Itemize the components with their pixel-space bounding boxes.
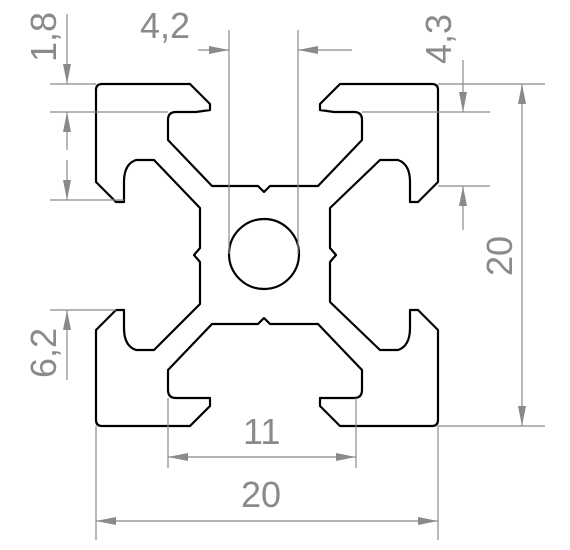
dimension-slot-side: 6,2 (23, 328, 64, 378)
dimension-height: 20 (479, 236, 520, 276)
dimension-slot-top-gap: 1,8 (23, 12, 64, 62)
arrowhead (298, 46, 318, 54)
arrowhead (63, 112, 71, 132)
arrowhead (418, 517, 438, 525)
dimension-slot-depth: 4,3 (418, 14, 459, 64)
arrowhead (459, 186, 467, 206)
arrowhead (63, 310, 71, 330)
arrowhead (168, 453, 188, 461)
arrowhead (518, 84, 526, 104)
arrowhead (518, 406, 526, 426)
arrowhead (63, 180, 71, 200)
arrowhead (336, 453, 356, 461)
dimension-slot-opening: 4,2 (140, 5, 190, 46)
dimension-center-span: 11 (243, 411, 280, 452)
center-bore (227, 217, 301, 291)
dimension-lines (50, 14, 545, 540)
arrowhead (63, 64, 71, 84)
arrowhead (209, 46, 229, 54)
arrowhead (96, 517, 116, 525)
arrowhead (459, 92, 467, 112)
dimension-width: 20 (241, 474, 281, 515)
